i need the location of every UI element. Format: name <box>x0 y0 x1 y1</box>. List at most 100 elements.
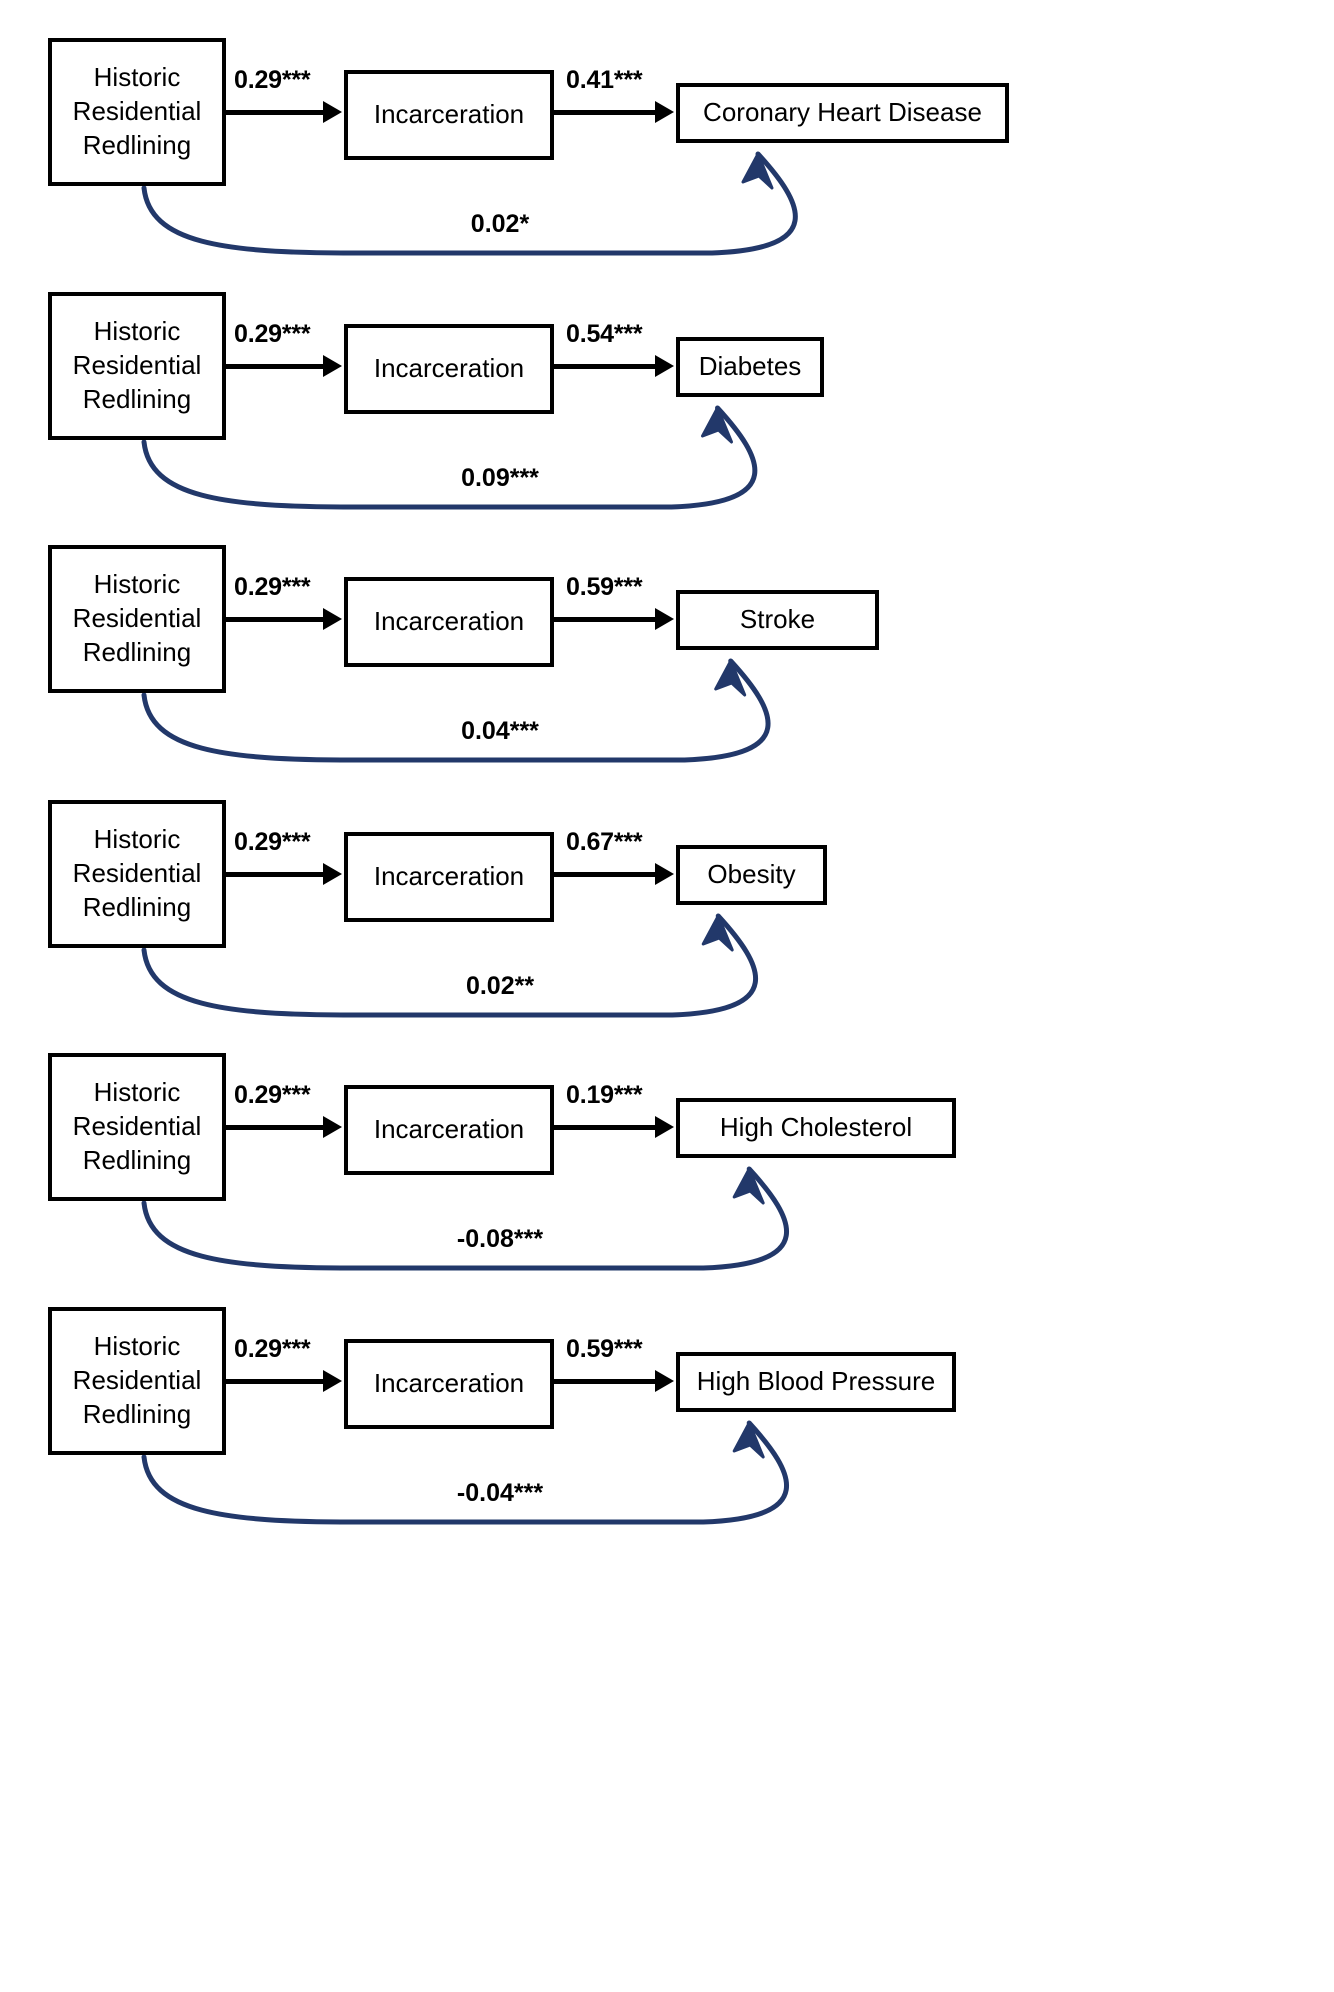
node-exposure-label-line: Residential <box>72 96 202 127</box>
arrow-mediator-to-outcome <box>554 364 656 369</box>
node-exposure-label-line: Residential <box>72 603 202 634</box>
node-exposure-label-line: Redlining <box>82 1144 192 1175</box>
edge-label-direct-path: 0.02** <box>465 972 535 1000</box>
arrow-head-mediator-to-outcome <box>655 608 674 630</box>
node-exposure-label-line: Residential <box>72 350 202 381</box>
direct-effect-curved-arrow <box>141 658 771 763</box>
direct-effect-curved-arrow <box>141 913 758 1018</box>
node-exposure-label-line: Historic <box>93 316 181 347</box>
curved-arrow-head <box>714 659 747 697</box>
edge-label-b-path: 0.41*** <box>566 66 643 94</box>
edge-label-b-path: 0.59*** <box>566 573 643 601</box>
node-mediator-incarceration: Incarceration <box>344 1339 554 1429</box>
direct-effect-curved-arrow <box>141 151 798 256</box>
arrow-mediator-to-outcome <box>554 1379 656 1384</box>
node-outcome: High Cholesterol <box>676 1098 956 1158</box>
node-exposure-label-line: Historic <box>93 569 181 600</box>
arrow-head-exposure-to-mediator <box>323 355 342 377</box>
node-outcome: High Blood Pressure <box>676 1352 956 1412</box>
arrow-head-exposure-to-mediator <box>323 1370 342 1392</box>
arrow-exposure-to-mediator <box>226 110 324 115</box>
node-outcome: Stroke <box>676 590 879 650</box>
arrow-mediator-to-outcome <box>554 1125 656 1130</box>
node-exposure-label-line: Historic <box>93 62 181 93</box>
edge-label-a-path: 0.29*** <box>234 320 311 348</box>
node-outcome: Coronary Heart Disease <box>676 83 1009 143</box>
arrow-mediator-to-outcome <box>554 110 656 115</box>
direct-effect-curved-arrow <box>141 1166 789 1271</box>
node-exposure-label-line: Redlining <box>82 636 192 667</box>
direct-effect-curved-arrow <box>141 1420 789 1525</box>
node-outcome: Diabetes <box>676 337 824 397</box>
arrow-head-mediator-to-outcome <box>655 1370 674 1392</box>
node-mediator-incarceration: Incarceration <box>344 832 554 922</box>
arrow-head-mediator-to-outcome <box>655 101 674 123</box>
node-exposure-label-line: Historic <box>93 1331 181 1362</box>
edge-label-direct-path: 0.02* <box>470 210 530 238</box>
arrow-head-mediator-to-outcome <box>655 355 674 377</box>
edge-label-a-path: 0.29*** <box>234 828 311 856</box>
arrow-mediator-to-outcome <box>554 872 656 877</box>
edge-label-a-path: 0.29*** <box>234 66 311 94</box>
edge-label-b-path: 0.67*** <box>566 828 643 856</box>
node-mediator-incarceration: Incarceration <box>344 70 554 160</box>
node-exposure-label-line: Historic <box>93 824 181 855</box>
arrow-head-exposure-to-mediator <box>323 1116 342 1138</box>
node-mediator-incarceration: Incarceration <box>344 324 554 414</box>
arrow-head-exposure-to-mediator <box>323 608 342 630</box>
edge-label-a-path: 0.29*** <box>234 573 311 601</box>
curved-arrow-head <box>732 1167 765 1205</box>
edge-label-a-path: 0.29*** <box>234 1335 311 1363</box>
node-exposure-label-line: Redlining <box>82 129 192 160</box>
arrow-exposure-to-mediator <box>226 872 324 877</box>
curved-arrow-head <box>701 914 734 952</box>
arrow-head-mediator-to-outcome <box>655 1116 674 1138</box>
arrow-exposure-to-mediator <box>226 1379 324 1384</box>
node-outcome: Obesity <box>676 845 827 905</box>
curved-arrow-head <box>701 406 734 444</box>
node-exposure-label-line: Residential <box>72 1111 202 1142</box>
curved-arrow-head <box>732 1421 765 1459</box>
node-exposure-label-line: Historic <box>93 1077 181 1108</box>
arrow-head-exposure-to-mediator <box>323 101 342 123</box>
arrow-head-exposure-to-mediator <box>323 863 342 885</box>
edge-label-b-path: 0.54*** <box>566 320 643 348</box>
edge-label-direct-path: 0.09*** <box>461 464 539 492</box>
node-exposure-label-line: Redlining <box>82 891 192 922</box>
node-exposure-label-line: Redlining <box>82 383 192 414</box>
node-exposure-label-line: Residential <box>72 858 202 889</box>
arrow-exposure-to-mediator <box>226 364 324 369</box>
curved-arrow-head <box>741 152 774 190</box>
node-mediator-incarceration: Incarceration <box>344 1085 554 1175</box>
arrow-exposure-to-mediator <box>226 617 324 622</box>
node-exposure-label-line: Residential <box>72 1365 202 1396</box>
arrow-head-mediator-to-outcome <box>655 863 674 885</box>
arrow-mediator-to-outcome <box>554 617 656 622</box>
edge-label-b-path: 0.59*** <box>566 1335 643 1363</box>
node-mediator-incarceration: Incarceration <box>344 577 554 667</box>
edge-label-b-path: 0.19*** <box>566 1081 643 1109</box>
node-exposure-label-line: Redlining <box>82 1398 192 1429</box>
direct-effect-curved-arrow <box>141 405 758 510</box>
arrow-exposure-to-mediator <box>226 1125 324 1130</box>
edge-label-direct-path: -0.04*** <box>456 1479 544 1507</box>
edge-label-a-path: 0.29*** <box>234 1081 311 1109</box>
